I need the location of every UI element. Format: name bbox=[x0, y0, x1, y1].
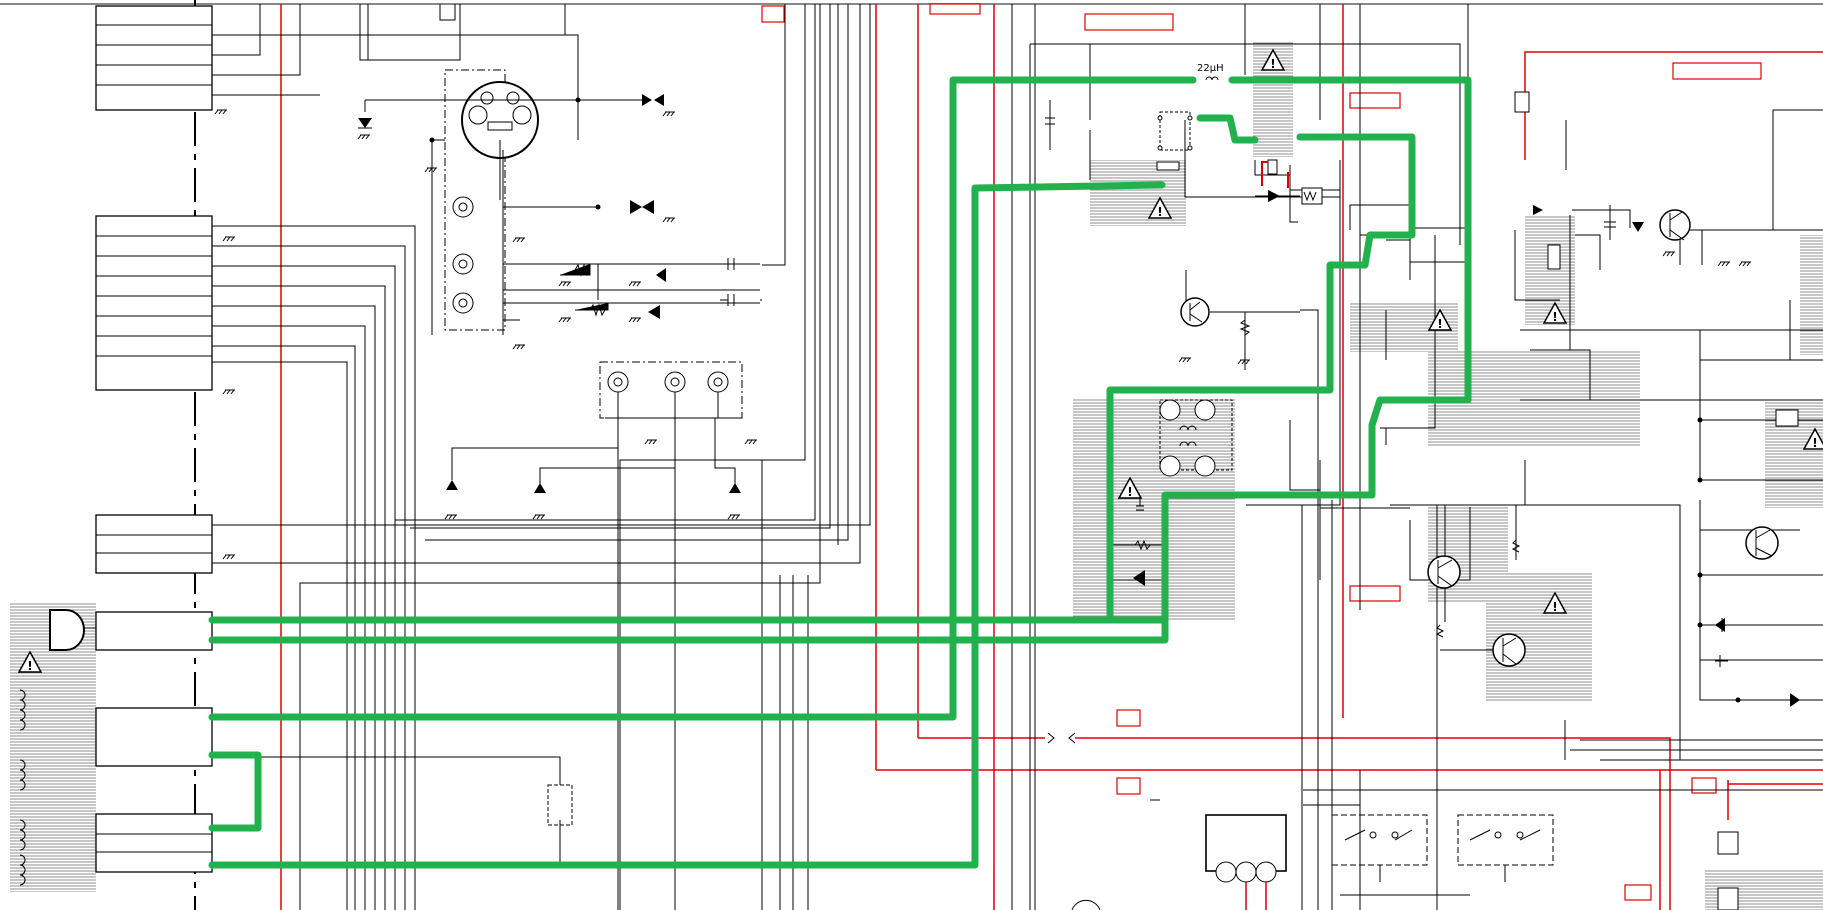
switch-blocks bbox=[1205, 814, 1554, 910]
connector-blocks bbox=[95, 5, 213, 873]
black-wiring bbox=[212, 4, 1823, 910]
hatched-zones bbox=[10, 42, 1823, 910]
inductor-label: 22µH bbox=[1197, 63, 1224, 74]
power-section: 22µH bbox=[1110, 49, 1823, 910]
jack-block bbox=[444, 361, 758, 910]
din-socket bbox=[357, 69, 760, 350]
highlighted-traces bbox=[208, 76, 1472, 869]
